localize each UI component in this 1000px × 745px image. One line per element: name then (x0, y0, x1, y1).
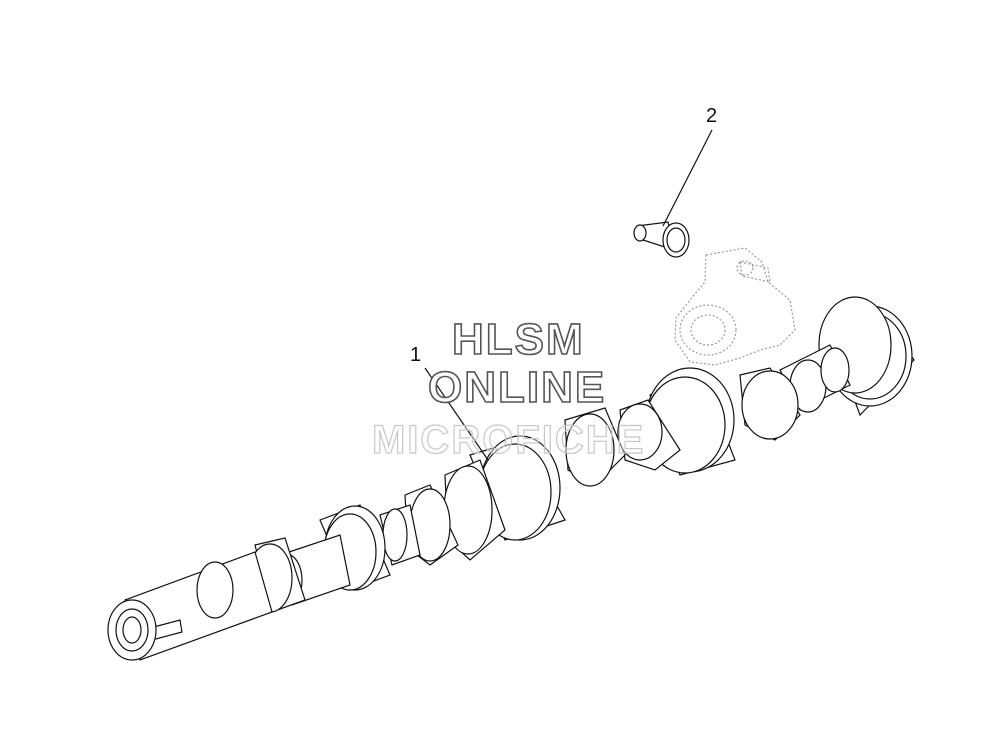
watermark-line-2: ONLINE (427, 363, 607, 412)
leader-line-2 (662, 129, 713, 227)
watermark-line-1: HLSM (451, 315, 585, 364)
part-1-camshaft (107, 296, 915, 661)
part-2-bushing (633, 221, 690, 258)
callout-label-1: 1 (410, 344, 422, 366)
watermark-line-3: MICROFICHE (371, 418, 646, 462)
leader-line-1 (424, 367, 489, 461)
ghost-rocker-arm (674, 247, 796, 366)
callout-label-2: 2 (706, 105, 718, 127)
